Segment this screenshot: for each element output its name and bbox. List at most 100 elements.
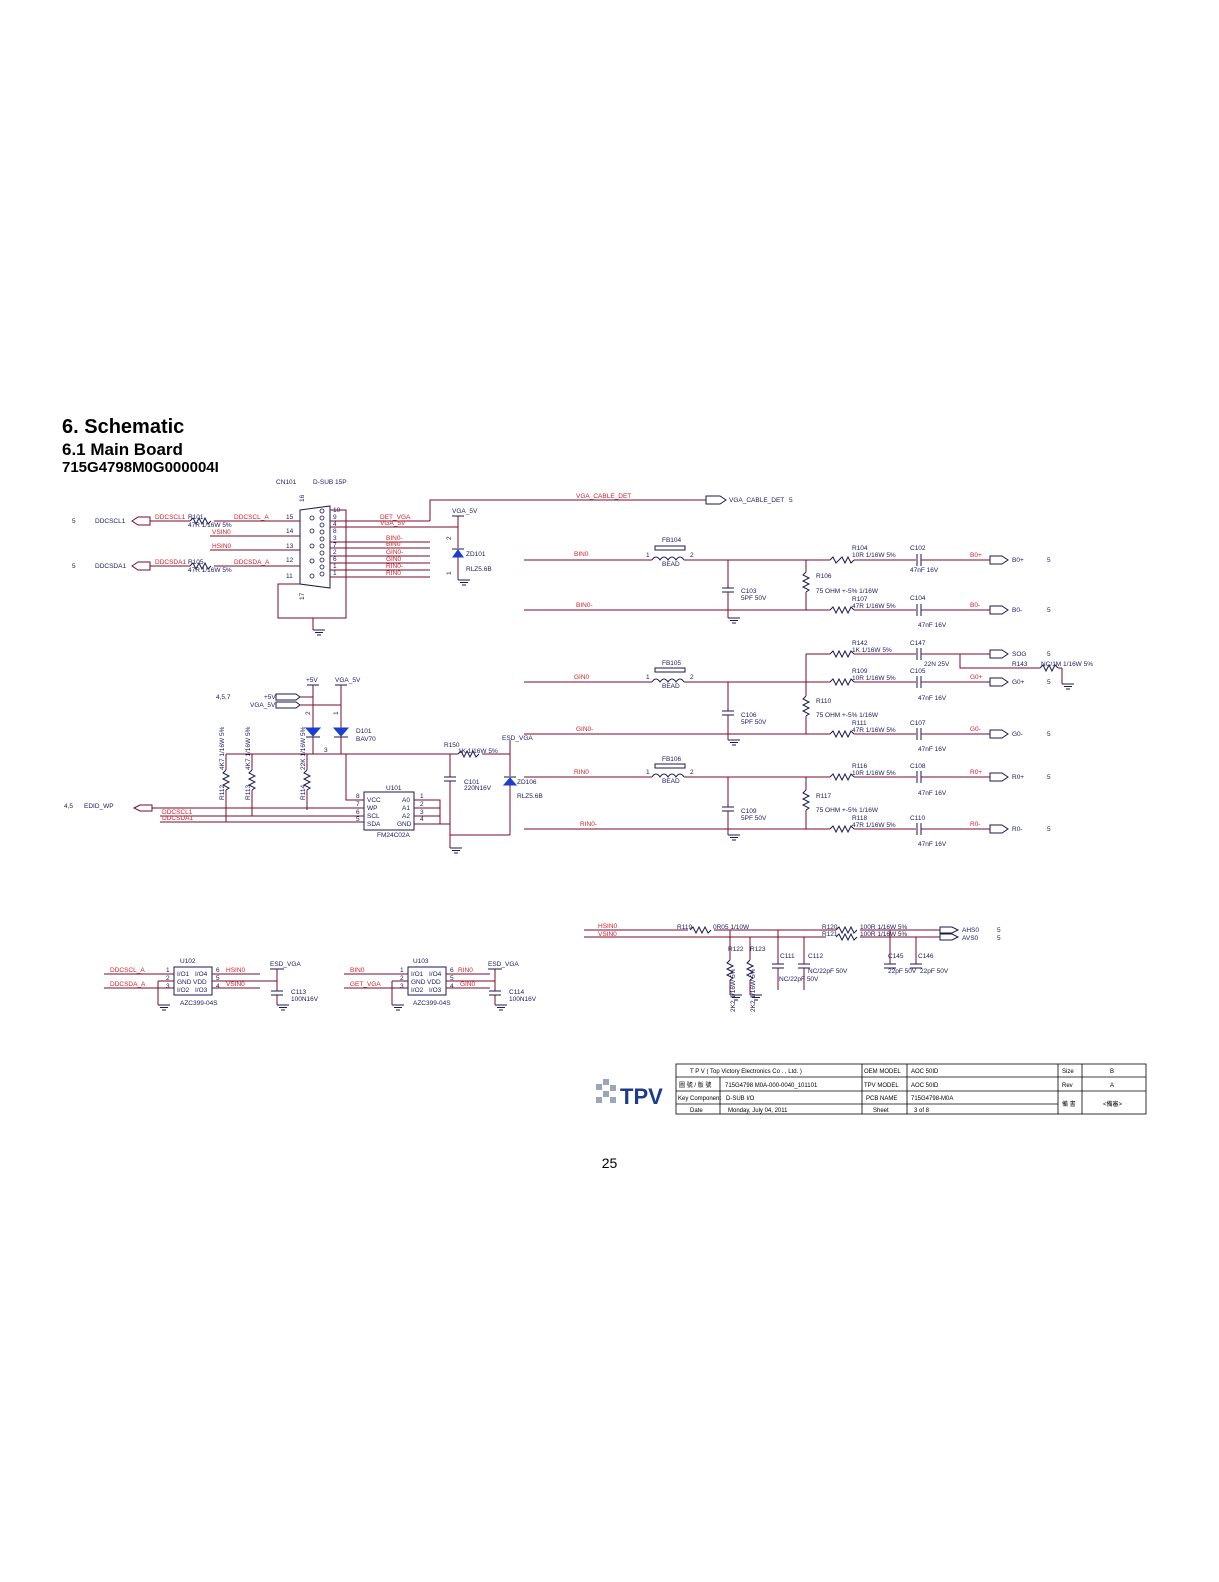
board-id: 715G4798M0G000004I [62,459,219,476]
svg-text:R118: R118 [852,815,867,822]
svg-text:6: 6 [216,967,220,974]
svg-text:WP: WP [367,805,377,812]
svg-text:11: 11 [286,573,293,580]
svg-text:15: 15 [286,514,294,521]
svg-text:7: 7 [356,801,360,808]
svg-text:R116: R116 [852,763,867,770]
svg-text:DDCSCL_A: DDCSCL_A [110,967,145,974]
svg-text:100R 1/16W 5%: 100R 1/16W 5% [860,924,908,931]
svg-text:G0+: G0+ [1012,679,1025,686]
svg-text:C104: C104 [910,595,926,602]
svg-text:R101: R101 [188,514,204,521]
svg-text:RIN0-: RIN0- [386,563,403,570]
svg-text:3 of 8: 3 of 8 [914,1108,930,1114]
svg-text:47nF 16V: 47nF 16V [918,622,947,629]
svg-text:D-SUB 15P: D-SUB 15P [313,479,347,486]
svg-text:2: 2 [420,801,424,808]
svg-text:75 OHM +-5% 1/16W: 75 OHM +-5% 1/16W [816,712,879,719]
svg-text:ESD_VGA: ESD_VGA [502,735,533,742]
svg-text:22pF 50V: 22pF 50V [888,968,917,975]
svg-text:AOC 50ID: AOC 50ID [911,1069,939,1075]
svg-text:VCC: VCC [367,797,381,804]
svg-text:VSIN0: VSIN0 [598,931,617,938]
svg-text:220N16V: 220N16V [464,785,492,792]
svg-text:R114: R114 [300,785,307,800]
svg-text:5: 5 [1047,651,1051,658]
svg-text:BIN0-: BIN0- [576,602,593,609]
svg-text:R121: R121 [822,931,838,938]
svg-text:47R 1/16W 5%: 47R 1/16W 5% [852,727,896,734]
svg-text:5: 5 [1047,731,1051,738]
svg-text:Sheet: Sheet [873,1108,889,1114]
svg-text:R111: R111 [852,720,867,727]
svg-text:BIN0: BIN0 [350,967,365,974]
svg-text:4: 4 [450,983,454,990]
svg-text:FB104: FB104 [662,537,682,544]
svg-text:C111: C111 [780,953,795,960]
svg-text:5: 5 [216,975,220,982]
svg-text:22N 25V: 22N 25V [924,661,950,668]
svg-text:SCL: SCL [367,813,380,820]
svg-text:ZD101: ZD101 [466,551,486,558]
svg-text:A0: A0 [402,797,410,804]
svg-text:R109: R109 [852,668,868,675]
svg-text:47nF 16V: 47nF 16V [910,567,939,574]
red-channel: RIN0 FB106 BEAD 1 2 R116 10R 1/16W 5% C1… [524,756,1051,848]
svg-text:3: 3 [324,747,328,754]
edid-eeprom-section: 4,5,7 +5V VGA_5V +5V VGA_5V 2 1 D101 BAV… [64,677,543,854]
svg-text:<備審>: <備審> [1103,1100,1123,1108]
svg-text:C146: C146 [918,953,934,960]
svg-text:C114: C114 [509,989,524,996]
svg-text:GIN0-: GIN0- [576,726,593,733]
svg-text:FM24C02A: FM24C02A [377,832,411,839]
svg-text:5: 5 [789,497,793,504]
svg-text:4: 4 [216,983,220,990]
svg-text:B0-: B0- [970,602,980,609]
svg-text:1: 1 [420,793,424,800]
svg-text:R117: R117 [816,793,831,800]
svg-text:Rev: Rev [1062,1083,1073,1089]
svg-text:A: A [1110,1083,1114,1089]
svg-text:AZC399-04S: AZC399-04S [413,1000,451,1007]
svg-text:4K7 1/16W 5%: 4K7 1/16W 5% [245,726,252,770]
svg-text:C106: C106 [741,712,757,719]
svg-text:AHS0: AHS0 [962,927,979,934]
svg-text:1: 1 [446,571,453,575]
svg-text:2: 2 [446,536,453,540]
svg-text:VDD: VDD [193,979,207,986]
svg-text:R119: R119 [677,924,692,931]
svg-text:4: 4 [333,521,337,528]
svg-text:GIN0: GIN0 [386,556,402,563]
svg-text:A2: A2 [402,813,410,820]
svg-text:47nF 16V: 47nF 16V [918,790,947,797]
svg-text:3: 3 [333,535,337,542]
svg-text:G0+: G0+ [970,674,983,681]
svg-text:TPV: TPV [620,1084,663,1109]
svg-text:7: 7 [333,542,337,549]
svg-text:B0-: B0- [1012,607,1022,614]
svg-text:5: 5 [1047,557,1051,564]
svg-text:75 OHM +-5% 1/16W: 75 OHM +-5% 1/16W [816,807,879,814]
svg-text:RIN0-: RIN0- [580,821,597,828]
svg-text:R105: R105 [188,559,204,566]
title-block: TPV T P V ( Top Victory Electronics Co .… [596,1063,1147,1115]
svg-text:5: 5 [1047,679,1051,686]
svg-text:47nF 16V: 47nF 16V [918,841,947,848]
svg-text:2: 2 [690,769,694,776]
svg-text:17: 17 [299,592,306,600]
svg-text:備 書: 備 書 [1062,1100,1076,1108]
section-title: 6. Schematic [62,416,185,438]
svg-text:GET_VGA: GET_VGA [350,981,381,988]
svg-text:I/O4: I/O4 [195,971,208,978]
svg-text:R120: R120 [822,924,838,931]
svg-text:NC/22pF 50V: NC/22pF 50V [779,976,819,983]
svg-text:9: 9 [333,514,337,521]
svg-text:Date: Date [690,1108,703,1114]
svg-text:5: 5 [72,518,76,525]
svg-text:R142: R142 [852,640,868,647]
svg-text:1K 1/16W 5%: 1K 1/16W 5% [852,647,892,654]
svg-text:GIN0: GIN0 [460,981,476,988]
svg-text:DDCSCL1: DDCSCL1 [155,514,186,521]
svg-text:DDCSDA1: DDCSDA1 [95,563,126,570]
svg-text:16: 16 [299,494,306,502]
